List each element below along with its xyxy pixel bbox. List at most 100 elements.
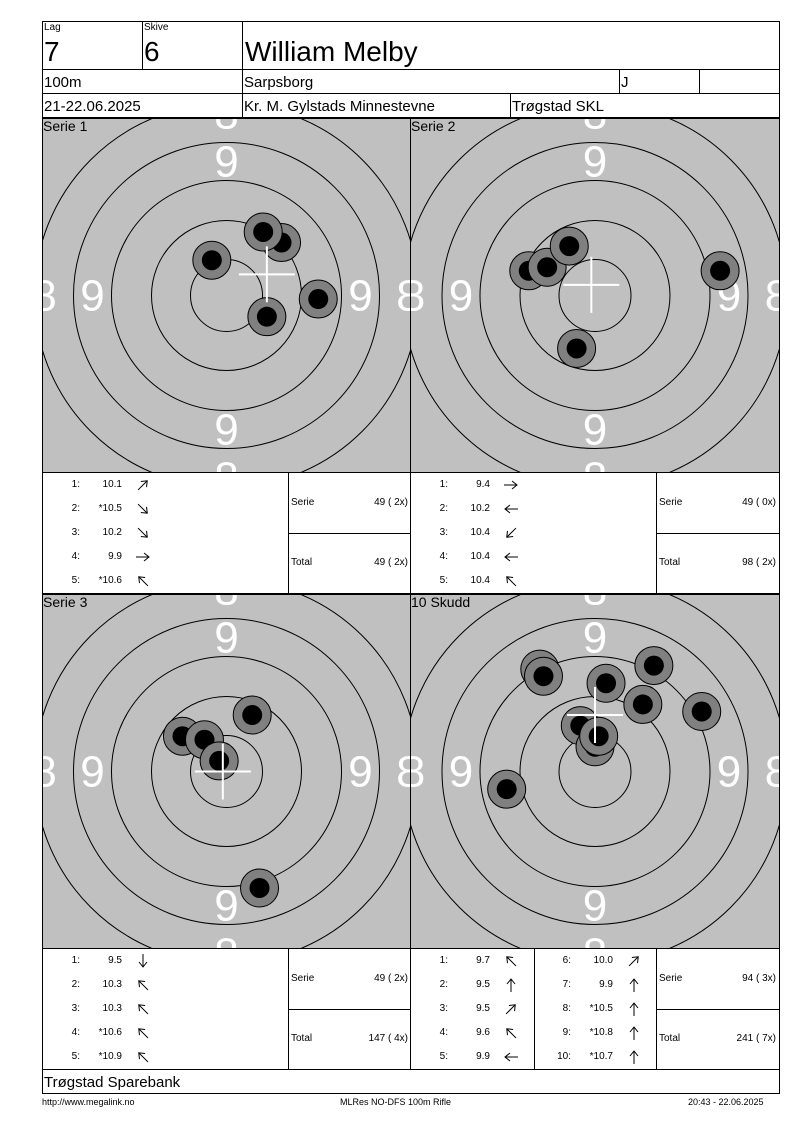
serie-value: 49 ( 2x) xyxy=(374,497,408,508)
shot-value: 10.1 xyxy=(102,479,122,490)
target-title: 10 Skudd xyxy=(411,594,471,610)
shot-number: 7: xyxy=(562,979,571,990)
shot-row: 4: 9.9 xyxy=(42,550,162,564)
shot-mark xyxy=(691,701,712,722)
shot-value: 9.9 xyxy=(599,979,613,990)
direction-arrow-icon xyxy=(504,552,518,562)
shot-value: *10.9 xyxy=(98,1051,122,1062)
ring-number-9: 9 xyxy=(449,748,473,797)
shot-row: 2:10.2 xyxy=(410,502,530,516)
shot-row: 4:10.4 xyxy=(410,550,530,564)
shot-value: 9.6 xyxy=(476,1027,490,1038)
target-canvas: 99998888 xyxy=(411,595,779,948)
direction-arrow-icon xyxy=(138,980,149,991)
ring-number-9: 9 xyxy=(348,272,372,321)
ring-number-8: 8 xyxy=(411,748,425,797)
shot-number: 1: xyxy=(439,479,448,490)
shot-mark xyxy=(643,655,664,676)
shot-row: 3:9.5 xyxy=(410,1002,530,1016)
shot-number: 8: xyxy=(562,1003,571,1014)
ring-4 xyxy=(73,142,380,449)
footer-url[interactable]: http://www.megalink.no xyxy=(42,1097,135,1107)
date: 21-22.06.2025 xyxy=(44,98,141,115)
shot-row: 2: *10.5 xyxy=(42,502,162,516)
shot-value: 10.0 xyxy=(593,955,613,966)
target-canvas: 99998888 xyxy=(43,119,410,472)
ring-number-8: 8 xyxy=(765,272,779,321)
serie-label: Serie xyxy=(659,973,683,984)
shot-mark xyxy=(588,726,609,747)
serie-value: 49 ( 0x) xyxy=(742,497,776,508)
ring-2 xyxy=(519,220,671,371)
direction-arrow-icon xyxy=(504,1052,518,1062)
serie-label: Serie xyxy=(659,497,683,508)
class: J xyxy=(621,74,629,91)
direction-arrow-icon xyxy=(504,504,518,514)
ring-number-8: 8 xyxy=(396,272,410,321)
direction-arrow-icon xyxy=(136,552,150,562)
skive-label: Skive xyxy=(144,22,169,33)
shot-number: 10: xyxy=(557,1051,571,1062)
shot-row: 5:9.9 xyxy=(410,1050,530,1064)
ring-number-8: 8 xyxy=(583,119,607,139)
shot-row: 5:10.4 xyxy=(410,574,530,588)
shot-number: 4: xyxy=(439,1027,448,1038)
direction-arrow-icon xyxy=(138,576,149,587)
shot-mark xyxy=(201,250,222,271)
venue: Trøgstad SKL xyxy=(512,98,604,115)
direction-arrow-icon xyxy=(506,576,517,587)
shot-row: 2:10.3 xyxy=(42,978,162,992)
sum-cell-2b xyxy=(656,533,780,594)
ring-number-8: 8 xyxy=(43,272,57,321)
shot-value: 9.9 xyxy=(476,1051,490,1062)
total-value: 49 ( 2x) xyxy=(374,557,408,568)
shot-value: 9.5 xyxy=(108,955,122,966)
shot-number: 2: xyxy=(71,503,80,514)
direction-arrow-icon xyxy=(504,480,518,490)
target-serie-3: Serie 3 99998888 xyxy=(42,594,411,949)
total-label: Total xyxy=(659,557,681,568)
shot-value: 10.4 xyxy=(470,551,490,562)
serie-value: 49 ( 2x) xyxy=(374,973,408,984)
ring-number-9: 9 xyxy=(80,748,104,797)
footer-software: MLRes NO-DFS 100m Rifle xyxy=(340,1097,452,1107)
shot-number: 2: xyxy=(439,503,448,514)
shot-value: *10.5 xyxy=(98,503,122,514)
shot-row: 8:*10.5 xyxy=(533,1002,653,1016)
shot-list-1: 1:10.1 2: *10.5 3: 10.2 4: 9.9 5:*10.6 xyxy=(42,472,288,594)
ring-3 xyxy=(479,656,711,887)
shot-number: 3: xyxy=(71,1003,80,1014)
shot-row: 5:*10.6 xyxy=(42,574,162,588)
shot-value: 9.9 xyxy=(108,551,122,562)
target-title: Serie 2 xyxy=(411,118,456,134)
shot-value: 10.2 xyxy=(102,527,122,538)
shot-row: 9:*10.8 xyxy=(533,1026,653,1040)
direction-arrow-icon xyxy=(138,1028,149,1039)
shot-mark xyxy=(596,673,617,694)
total-label: Total xyxy=(291,557,313,568)
shot-mark xyxy=(496,779,517,800)
direction-arrow-icon xyxy=(506,978,516,992)
footer-timestamp: 20:43 - 22.06.2025 xyxy=(688,1097,764,1107)
shot-value: 10.4 xyxy=(470,527,490,538)
shot-row: 6:10.0 xyxy=(533,954,653,968)
target-serie-1: Serie 1 99998888 xyxy=(42,118,411,473)
shot-mark xyxy=(253,221,274,242)
ring-number-9: 9 xyxy=(583,614,607,663)
ring-number-9: 9 xyxy=(214,138,238,187)
direction-arrow-icon xyxy=(138,954,148,968)
direction-arrow-icon xyxy=(628,956,639,967)
row2-class-cell xyxy=(619,69,700,94)
shot-mark xyxy=(566,338,587,359)
shot-number: 3: xyxy=(71,527,80,538)
shot-number: 4: xyxy=(71,1027,80,1038)
direction-arrow-icon xyxy=(506,956,517,967)
club: Sarpsborg xyxy=(244,74,314,91)
ring-3 xyxy=(111,180,342,411)
row3-venue-cell xyxy=(510,93,780,118)
shot-value: 10.3 xyxy=(102,1003,122,1014)
shot-number: 4: xyxy=(71,551,80,562)
shot-row: 1:10.1 xyxy=(42,478,162,492)
